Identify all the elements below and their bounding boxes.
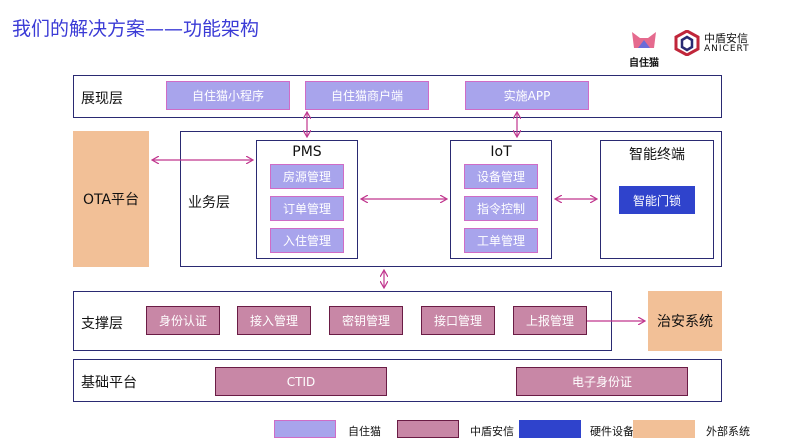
zizhumao-logo: 自住猫 — [624, 28, 664, 69]
iot-item: 工单管理 — [464, 228, 538, 253]
legend-label: 中盾安信 — [470, 425, 514, 438]
legend-label: 自住猫 — [348, 425, 381, 438]
iot-title: IoT — [490, 144, 512, 160]
iot-item: 指令控制 — [464, 196, 538, 221]
anicert-en-text: ANICERT — [704, 44, 750, 54]
pms-item: 入住管理 — [270, 228, 344, 253]
terminal-title: 智能终端 — [629, 147, 685, 163]
page-title: 我们的解决方案——功能架构 — [12, 18, 260, 40]
support-item: 接口管理 — [421, 306, 495, 335]
zizhumao-logo-text: 自住猫 — [629, 58, 659, 69]
base-item: 电子身份证 — [516, 367, 688, 396]
legend-swatch-zizhumao — [274, 420, 336, 438]
legend-label: 外部系统 — [706, 425, 750, 438]
shield-icon — [674, 30, 700, 56]
presentation-item: 实施APP — [465, 81, 589, 110]
ota-platform: OTA平台 — [73, 131, 149, 267]
presentation-item: 自住猫小程序 — [166, 81, 290, 110]
legend-swatch-hardware — [519, 420, 581, 438]
anicert-logo: 中盾安信 ANICERT — [674, 30, 784, 58]
anicert-cn-text: 中盾安信 — [704, 32, 748, 45]
police-system: 治安系统 — [648, 291, 722, 351]
business-layer-label: 业务层 — [188, 195, 230, 211]
legend-swatch-zhongdun — [397, 420, 459, 438]
pms-title: PMS — [292, 144, 322, 160]
base-platform-label: 基础平台 — [81, 375, 137, 391]
presentation-item: 自住猫商户端 — [305, 81, 429, 110]
cat-icon — [632, 32, 656, 48]
support-item: 接入管理 — [237, 306, 311, 335]
presentation-layer-label: 展现层 — [81, 91, 123, 107]
support-layer-label: 支撑层 — [81, 316, 123, 332]
pms-item: 订单管理 — [270, 196, 344, 221]
smart-lock: 智能门锁 — [619, 186, 695, 214]
support-item: 身份认证 — [146, 306, 220, 335]
iot-item: 设备管理 — [464, 164, 538, 189]
support-item: 上报管理 — [513, 306, 587, 335]
base-item: CTID — [215, 367, 387, 396]
pms-item: 房源管理 — [270, 164, 344, 189]
legend-label: 硬件设备 — [590, 425, 634, 438]
support-item: 密钥管理 — [329, 306, 403, 335]
legend-swatch-external — [633, 420, 695, 438]
